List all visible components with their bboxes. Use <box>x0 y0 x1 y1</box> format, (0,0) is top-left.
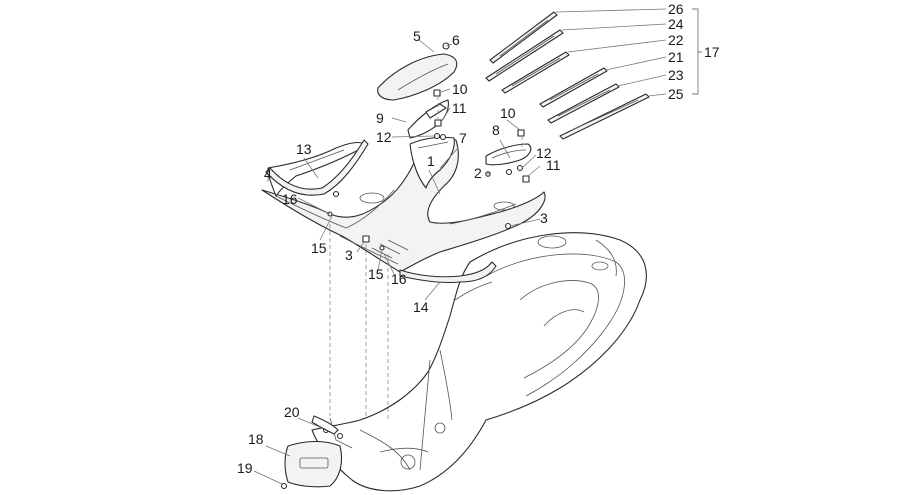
callout-label: 3 <box>345 247 353 263</box>
glovebox-lid-part-5 <box>377 53 458 101</box>
callout-label: 13 <box>296 141 312 157</box>
callout-label: 2 <box>474 165 482 181</box>
callout-label: 1 <box>427 153 435 169</box>
front-panel-part-18 <box>284 440 343 488</box>
callout-label: 22 <box>668 32 684 48</box>
callout-label: 26 <box>668 1 684 17</box>
fasteners <box>280 42 530 490</box>
footrest-strip-26 <box>489 11 558 64</box>
callout-label: 20 <box>284 404 300 420</box>
callout-label: 5 <box>413 28 421 44</box>
callout-label: 6 <box>452 32 460 48</box>
callout-label: 16 <box>282 191 298 207</box>
trim-piece-part-20 <box>311 415 339 435</box>
assembly-guide-lines <box>329 96 523 420</box>
callout-label: 14 <box>413 299 429 315</box>
callout-label: 24 <box>668 16 684 32</box>
callout-label: 19 <box>237 460 253 476</box>
callout-label: 15 <box>311 240 327 256</box>
floor-mat-left <box>267 141 367 197</box>
scooter-frame-body <box>311 232 647 492</box>
callout-label: 21 <box>668 49 684 65</box>
leader-lines <box>253 8 702 485</box>
callout-label: 17 <box>704 44 720 60</box>
callout-label: 12 <box>536 145 552 161</box>
callout-label: 18 <box>248 431 264 447</box>
callout-labels: 26 24 22 21 23 25 17 5 6 10 9 11 12 13 7… <box>237 1 720 476</box>
footrest-strips <box>485 11 650 140</box>
callout-label: 16 <box>391 271 407 287</box>
callout-label: 25 <box>668 86 684 102</box>
callout-label: 15 <box>368 266 384 282</box>
side-moulding-part-14 <box>399 261 497 284</box>
callout-label: 9 <box>376 110 384 126</box>
callout-label: 4 <box>264 166 272 182</box>
bracket-part-9 <box>407 99 449 139</box>
side-moulding-part-13 <box>265 139 369 196</box>
callout-label: 7 <box>459 130 467 146</box>
callout-label: 8 <box>492 122 500 138</box>
callout-label: 12 <box>376 129 392 145</box>
callout-label: 10 <box>500 105 516 121</box>
callout-label: 11 <box>452 100 467 116</box>
callout-label: 10 <box>452 81 468 97</box>
callout-label: 11 <box>546 157 561 173</box>
callout-label: 23 <box>668 67 684 83</box>
callout-label: 3 <box>540 210 548 226</box>
